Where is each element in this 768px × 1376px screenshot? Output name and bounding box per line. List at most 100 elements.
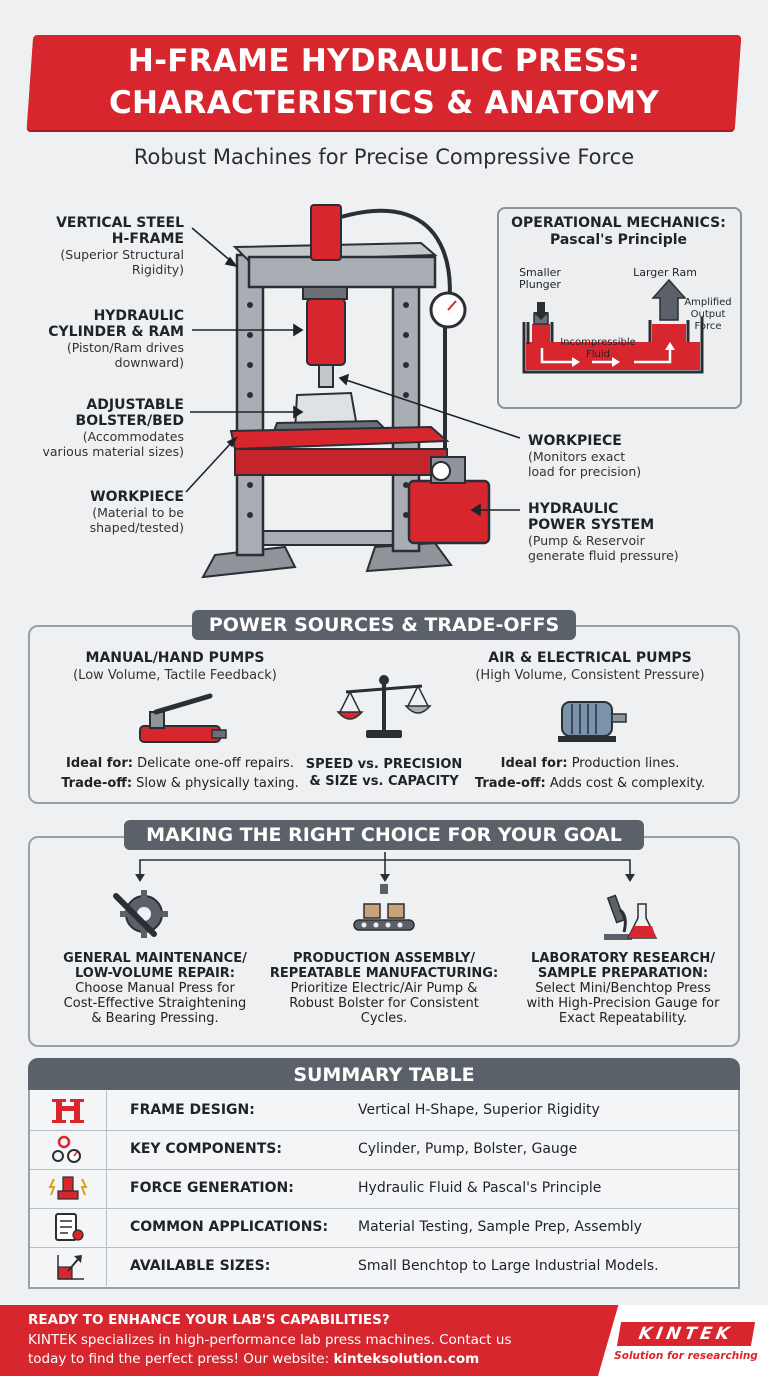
force-icon bbox=[48, 1176, 88, 1200]
power-sources-heading: POWER SOURCES & TRADE-OFFS bbox=[192, 610, 576, 640]
goal-maintenance-desc-3: & Bearing Pressing. bbox=[91, 1011, 219, 1026]
electric-trade-text: Adds cost & complexity. bbox=[545, 776, 706, 791]
goals-connector bbox=[135, 852, 635, 882]
cylinder-title-2: CYLINDER & RAM bbox=[48, 324, 184, 340]
mechanics-title-1: OPERATIONAL MECHANICS: bbox=[511, 215, 726, 231]
table-value-frame: Vertical H-Shape, Superior Rigidity bbox=[358, 1102, 600, 1118]
page-title: H-FRAME HYDRAULIC PRESS: CHARACTERISTICS… bbox=[30, 40, 738, 124]
goal-laboratory-title-2: SAMPLE PREPARATION: bbox=[537, 966, 709, 981]
manual-pumps-sub: (Low Volume, Tactile Feedback) bbox=[73, 668, 277, 683]
goal-laboratory-desc-2: with High-Precision Gauge for bbox=[526, 996, 720, 1011]
electric-trade-line: Trade-off: Adds cost & complexity. bbox=[455, 774, 725, 794]
logo-tagline: Solution for researching bbox=[614, 1350, 758, 1362]
power-system-label: HYDRAULIC POWER SYSTEM (Pump & Reservoir… bbox=[528, 501, 748, 563]
bolster-label: ADJUSTABLE BOLSTER/BED (Accommodates var… bbox=[20, 397, 185, 459]
workpiece-left-desc-2: shaped/tested) bbox=[89, 520, 184, 535]
tradeoff-center-line-2: & SIZE vs. CAPACITY bbox=[309, 774, 459, 789]
smaller-line-1: Smaller bbox=[519, 266, 561, 279]
bolster-desc-2: various material sizes) bbox=[42, 444, 185, 459]
workpiece-right-label: WORKPIECE (Monitors exact load for preci… bbox=[528, 433, 728, 479]
manual-pumps-title: MANUAL/HAND PUMPS bbox=[85, 650, 265, 666]
goal-laboratory-title-1: LABORATORY RESEARCH/ bbox=[531, 951, 715, 966]
goal-maintenance-desc-1: Choose Manual Press for bbox=[75, 981, 235, 996]
goal-laboratory-desc-3: Exact Repeatability. bbox=[558, 1011, 688, 1026]
website-link[interactable]: kinteksolution.com bbox=[333, 1351, 480, 1367]
goal-maintenance-desc-2: Cost-Effective Straightening bbox=[63, 996, 247, 1011]
smaller-line-2: Plunger bbox=[519, 278, 561, 291]
goal-production-title-1: PRODUCTION ASSEMBLY/ bbox=[293, 951, 475, 966]
microscope-flask-icon bbox=[604, 894, 658, 940]
electric-ideal-line: Ideal for: Production lines. bbox=[455, 754, 725, 774]
goal-maintenance-title-1: GENERAL MAINTENANCE/ bbox=[63, 951, 247, 966]
manual-ideal-text: Delicate one-off repairs. bbox=[132, 756, 294, 771]
footer-text: KINTEK specializes in high-performance l… bbox=[28, 1331, 568, 1369]
table-icon-cell bbox=[30, 1091, 107, 1130]
cylinder-title-1: HYDRAULIC bbox=[93, 308, 184, 324]
manual-ideal-line: Ideal for: Delicate one-off repairs. bbox=[40, 754, 320, 774]
hydraulic-press-illustration bbox=[201, 204, 491, 579]
table-value-applications: Material Testing, Sample Prep, Assembly bbox=[358, 1219, 642, 1235]
h-frame-icon bbox=[52, 1099, 84, 1123]
workpiece-left-title: WORKPIECE bbox=[90, 489, 184, 505]
footer-heading: READY TO ENHANCE YOUR LAB'S CAPABILITIES… bbox=[28, 1312, 390, 1328]
goal-maintenance: GENERAL MAINTENANCE/ LOW-VOLUME REPAIR: … bbox=[40, 951, 270, 1026]
table-icon-cell bbox=[30, 1169, 107, 1208]
kintek-logo: KINTEK bbox=[616, 1322, 756, 1346]
applications-icon bbox=[55, 1213, 84, 1241]
conveyor-icon bbox=[353, 884, 415, 931]
bolster-title-2: BOLSTER/BED bbox=[75, 413, 184, 429]
table-icon-cell bbox=[30, 1130, 107, 1169]
table-key-sizes: AVAILABLE SIZES: bbox=[130, 1258, 271, 1274]
table-key-applications: COMMON APPLICATIONS: bbox=[130, 1219, 329, 1235]
table-row: KEY COMPONENTS: Cylinder, Pump, Bolster,… bbox=[30, 1130, 738, 1170]
goal-production: PRODUCTION ASSEMBLY/ REPEATABLE MANUFACT… bbox=[265, 951, 503, 1026]
components-icon bbox=[52, 1135, 81, 1163]
electric-ideal-label: Ideal for: bbox=[500, 756, 568, 771]
amplified-force-label: Amplified Output Force bbox=[680, 297, 736, 333]
table-row: COMMON APPLICATIONS: Material Testing, S… bbox=[30, 1208, 738, 1248]
power-desc-1: (Pump & Reservoir bbox=[528, 533, 645, 548]
table-value-sizes: Small Benchtop to Large Industrial Model… bbox=[358, 1258, 659, 1274]
workpiece-left-desc-1: (Material to be bbox=[92, 505, 184, 520]
electric-trade-label: Trade-off: bbox=[474, 776, 546, 791]
goal-laboratory: LABORATORY RESEARCH/ SAMPLE PREPARATION:… bbox=[512, 951, 734, 1026]
manual-trade-line: Trade-off: Slow & physically taxing. bbox=[40, 774, 320, 794]
frame-title-1: VERTICAL STEEL bbox=[56, 215, 184, 231]
cylinder-label: HYDRAULIC CYLINDER & RAM (Piston/Ram dri… bbox=[30, 308, 184, 370]
goals-heading: MAKING THE RIGHT CHOICE FOR YOUR GOAL bbox=[124, 820, 644, 850]
electric-ideal: Ideal for: Production lines. Trade-off: … bbox=[455, 754, 725, 794]
bolster-title-1: ADJUSTABLE bbox=[86, 397, 184, 413]
fluid-line-1: Incompressible bbox=[560, 337, 636, 348]
leader-lines bbox=[185, 227, 521, 517]
goal-production-desc-1: Prioritize Electric/Air Pump & bbox=[290, 981, 478, 996]
workpiece-right-desc-1: (Monitors exact bbox=[528, 449, 626, 464]
workpiece-right-title: WORKPIECE bbox=[528, 433, 622, 449]
page-subtitle: Robust Machines for Precise Compressive … bbox=[133, 145, 635, 169]
bolster-desc-1: (Accommodates bbox=[82, 429, 184, 444]
electric-motor-icon bbox=[558, 701, 627, 742]
table-key-components: KEY COMPONENTS: bbox=[130, 1141, 282, 1157]
table-icon-cell bbox=[30, 1208, 107, 1247]
footer-line-2-text: today to find the perfect press! Our web… bbox=[28, 1351, 334, 1367]
cylinder-desc-1: (Piston/Ram drives bbox=[66, 340, 184, 355]
smaller-plunger-label: Smaller Plunger bbox=[510, 267, 570, 291]
mechanics-title-2: Pascal's Principle bbox=[549, 232, 688, 248]
tradeoff-center-label: SPEED vs. PRECISION & SIZE vs. CAPACITY bbox=[300, 756, 468, 790]
frame-desc-1: (Superior Structural bbox=[60, 247, 184, 262]
title-line-2: CHARACTERISTICS & ANATOMY bbox=[108, 85, 660, 121]
workpiece-right-desc-2: load for precision) bbox=[528, 464, 642, 479]
incompressible-fluid-label: Incompressible Fluid bbox=[552, 337, 644, 361]
wrench-gear-icon bbox=[113, 890, 168, 938]
goal-maintenance-title-2: LOW-VOLUME REPAIR: bbox=[74, 966, 235, 981]
power-title-1: HYDRAULIC bbox=[528, 501, 619, 517]
manual-ideal-label: Ideal for: bbox=[66, 756, 133, 771]
frame-label: VERTICAL STEEL H-FRAME (Superior Structu… bbox=[40, 215, 184, 277]
manual-trade-text: Slow & physically taxing. bbox=[132, 776, 299, 791]
table-key-force: FORCE GENERATION: bbox=[130, 1180, 294, 1196]
manual-trade-label: Trade-off: bbox=[61, 776, 133, 791]
balance-scale-icon bbox=[336, 675, 432, 738]
table-row: FRAME DESIGN: Vertical H-Shape, Superior… bbox=[30, 1091, 738, 1131]
electric-ideal-text: Production lines. bbox=[567, 756, 680, 771]
hand-pump-icon bbox=[139, 693, 227, 743]
workpiece-left-label: WORKPIECE (Material to be shaped/tested) bbox=[40, 489, 184, 535]
